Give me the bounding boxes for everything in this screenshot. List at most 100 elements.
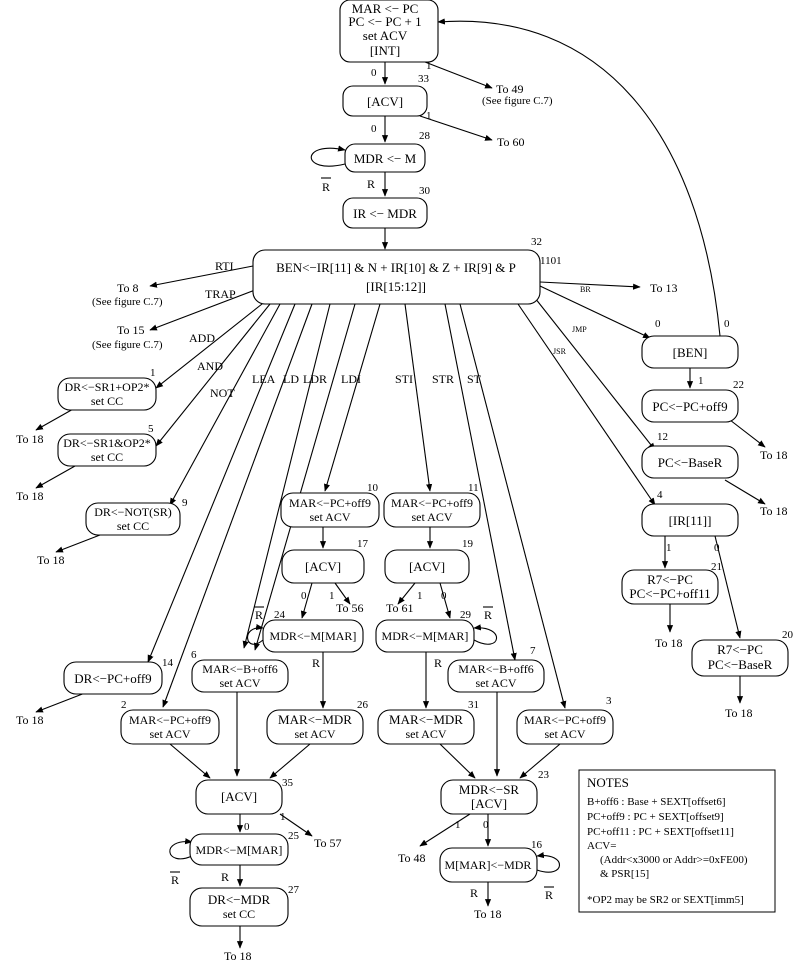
- target-21-to18: To 18: [655, 636, 683, 650]
- state-24: MDR<−M[MAR] 24: [262, 609, 364, 653]
- state-26-line1: MAR<−MDR: [278, 712, 352, 727]
- label-4-1: 1: [666, 542, 672, 554]
- edge-5-to18: [35, 465, 76, 489]
- state-5-box: [57, 433, 157, 467]
- state-18-line1: MAR <− PC: [352, 1, 419, 16]
- edge-29-self: [473, 624, 498, 645]
- target-1-to18: To 18: [16, 432, 44, 446]
- state-35: [ACV] 35: [195, 777, 294, 815]
- state-10-box: [280, 492, 380, 528]
- state-35-number: 35: [282, 777, 294, 789]
- state-33-box: [342, 85, 428, 117]
- state-11-number: 11: [468, 482, 479, 494]
- edge-32-10: [324, 303, 381, 492]
- state-10-number: 10: [367, 482, 379, 494]
- edge-32-to8: [149, 265, 254, 288]
- state-23-line1: MDR<−SR: [459, 782, 520, 797]
- state-33: [ACV] 33: [342, 73, 430, 117]
- state-29-box: [375, 619, 475, 653]
- state-25-label: MDR<−M[MAR]: [196, 843, 283, 857]
- state-30: IR <− MDR 30: [342, 185, 431, 229]
- state-32-number: 32: [531, 236, 542, 248]
- label-jsr: JSR: [553, 347, 567, 356]
- edge-32-12: [534, 297, 656, 451]
- state-18-line2: PC <− PC + 1: [348, 14, 421, 29]
- state-23-number: 23: [538, 769, 550, 781]
- edge-32-14: [147, 303, 296, 663]
- state-19: [ACV] 19: [384, 538, 474, 584]
- state-22-box: [641, 389, 739, 423]
- label-ben-0-back: 0: [724, 318, 730, 330]
- edge-1-to18: [35, 407, 76, 431]
- state-21-box: [621, 569, 719, 605]
- state-7: MAR<−B+off6 set ACV 7: [447, 645, 545, 693]
- state-3-box: [516, 709, 614, 745]
- state-28: MDR <− M 28: [344, 130, 431, 173]
- edge-35-to57: [279, 813, 313, 837]
- state-27-number: 27: [288, 884, 300, 896]
- edge-32-11: [404, 303, 433, 492]
- state-32: BEN<−IR[11] & N + IR[10] & Z + IR[9] & P…: [252, 236, 542, 305]
- state-26-box: [266, 709, 364, 745]
- state-16-label: M[MAR]<−MDR: [445, 858, 532, 872]
- edge-32-to15: [149, 289, 256, 331]
- edge-28-self: [310, 145, 346, 167]
- label-17-1: 1: [329, 590, 335, 602]
- state-35-label: [ACV]: [221, 789, 257, 804]
- state-17: [ACV] 17: [281, 538, 369, 584]
- label-29-rbar: R: [484, 608, 492, 622]
- state-4: [IR[11]] 4: [641, 489, 739, 537]
- notes-line-6: & PSR[15]: [600, 868, 649, 880]
- notes-line-1: B+off6 : Base + SEXT[offset6]: [587, 796, 725, 808]
- state-2-box: [120, 709, 220, 745]
- label-23-1: 1: [455, 819, 461, 831]
- label-28-rbar: R: [322, 180, 330, 194]
- target-9-to18: To 18: [37, 553, 65, 567]
- label-17-0: 0: [301, 590, 307, 602]
- notes-line-4: ACV=: [587, 840, 616, 852]
- label-19-1: 1: [417, 590, 423, 602]
- state-12-box: [641, 445, 739, 479]
- edge-9-to18: [55, 534, 101, 553]
- state-26-number: 26: [357, 699, 369, 711]
- edge-32-1: [155, 303, 263, 389]
- state-7-line2: set ACV: [475, 676, 516, 690]
- state-26: MAR<−MDR set ACV 26: [266, 699, 369, 745]
- state-31-line2: set ACV: [405, 727, 446, 741]
- state-17-number: 17: [357, 538, 369, 550]
- target-to8-note: (See figure C.7): [92, 296, 163, 308]
- state-20-number: 20: [782, 629, 794, 641]
- state-25-box: [189, 833, 289, 866]
- edge-17-to56: [334, 582, 351, 605]
- state-27-line2: set CC: [223, 907, 255, 921]
- edge-32-4: [517, 303, 656, 506]
- state-9-line1: DR<−NOT(SR): [94, 505, 172, 519]
- state-27-box: [189, 887, 289, 927]
- label-16-rbar: R: [545, 888, 553, 902]
- state-10-line2: set ACV: [309, 510, 350, 524]
- state-33-number: 33: [418, 73, 430, 85]
- state-16: M[MAR]<−MDR 16: [439, 839, 543, 883]
- state-31-number: 31: [468, 699, 479, 711]
- label-add: ADD: [189, 331, 215, 345]
- target-16-to18: To 18: [474, 907, 502, 921]
- target-to49: To 49: [496, 82, 524, 96]
- state-20-line1: R7<−PC: [717, 642, 763, 657]
- state-12: PC<−BaseR 12: [641, 431, 739, 479]
- state-3: MAR<−PC+off9 set ACV 3: [516, 695, 614, 745]
- notes-line-5: (Addr<x3000 or Addr>=0xFE00): [600, 854, 748, 866]
- edges: [35, 18, 766, 949]
- target-to60: To 60: [497, 135, 525, 149]
- state-5-number: 5: [148, 423, 154, 435]
- state-31-line1: MAR<−MDR: [389, 712, 463, 727]
- edge-32-2: [162, 303, 313, 708]
- state-7-line1: MAR<−B+off6: [458, 662, 533, 676]
- target-12-to18: To 18: [760, 504, 788, 518]
- state-17-label: [ACV]: [305, 559, 341, 574]
- target-to57: To 57: [314, 836, 342, 850]
- label-33-1: 1: [426, 110, 432, 122]
- edge-31-23: [439, 743, 476, 779]
- state-2-line2: set ACV: [149, 727, 190, 741]
- state-ben-box: [641, 335, 739, 369]
- state-6-number: 6: [191, 649, 197, 661]
